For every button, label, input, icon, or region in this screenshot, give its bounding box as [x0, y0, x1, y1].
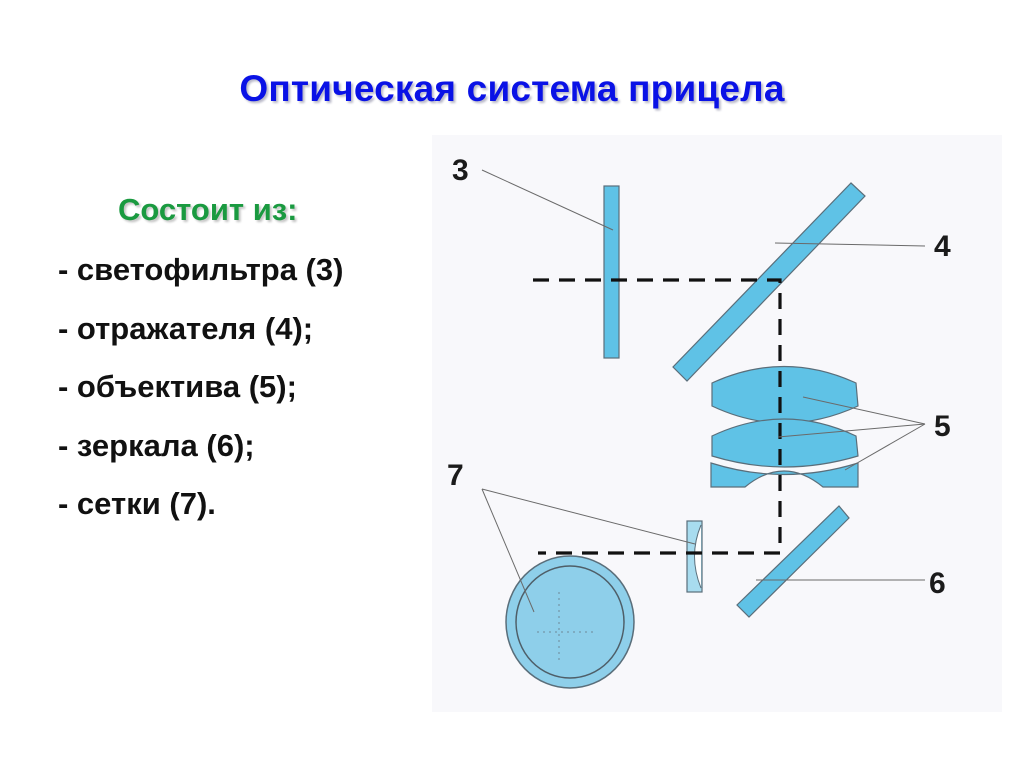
slide-title: Оптическая система прицела — [239, 68, 785, 109]
reflector — [672, 182, 866, 382]
objective-lens-1 — [711, 365, 859, 424]
label-reticle: 7 — [447, 459, 464, 492]
mirror — [736, 505, 850, 618]
label-mirror: 6 — [929, 567, 946, 600]
reticle-inner-ring — [515, 565, 625, 679]
component-item-mirror: - зеркала (6); — [58, 427, 255, 463]
leader-lines — [481, 169, 926, 613]
components-heading: Состоит из: — [118, 192, 298, 227]
components-list: - светофильтра (3) - отражателя (4); - о… — [58, 246, 343, 539]
objective-lens-3 — [710, 462, 859, 488]
optical-scheme-diagram: 3 4 5 6 7 — [432, 135, 1002, 712]
component-item-reticle: - сетки (7). — [58, 486, 216, 521]
label-filter: 3 — [452, 154, 469, 187]
component-item-reflector: - отражателя (4); — [58, 310, 314, 346]
reticle-curve — [694, 524, 702, 589]
light-filter — [603, 185, 620, 359]
label-objective: 5 — [934, 410, 951, 443]
label-reflector: 4 — [934, 230, 951, 263]
component-item-filter: - светофильтра (3) — [58, 252, 344, 287]
objective-lens-2 — [711, 418, 859, 468]
component-item-objective: - объектива (5); — [58, 369, 297, 404]
